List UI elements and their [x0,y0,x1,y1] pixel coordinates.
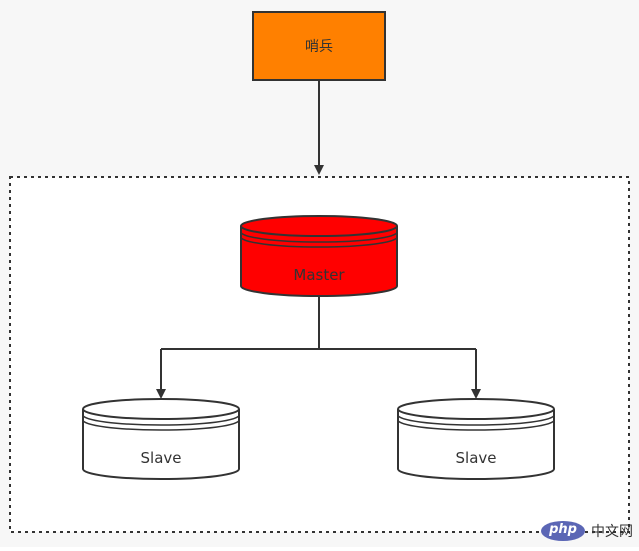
sentinel-node: 哨兵 [252,11,386,81]
slave-left-node: Slave [82,398,240,480]
watermark: php 中文网 [541,521,633,541]
sentinel-label: 哨兵 [305,39,333,55]
master-label: Master [293,266,345,284]
slave-right-label: Slave [456,449,497,467]
slave-right-node: Slave [397,398,555,480]
watermark-text: 中文网 [591,524,633,540]
watermark-logo: php [541,521,585,541]
master-node: Master [240,215,398,297]
slave-left-label: Slave [141,449,182,467]
